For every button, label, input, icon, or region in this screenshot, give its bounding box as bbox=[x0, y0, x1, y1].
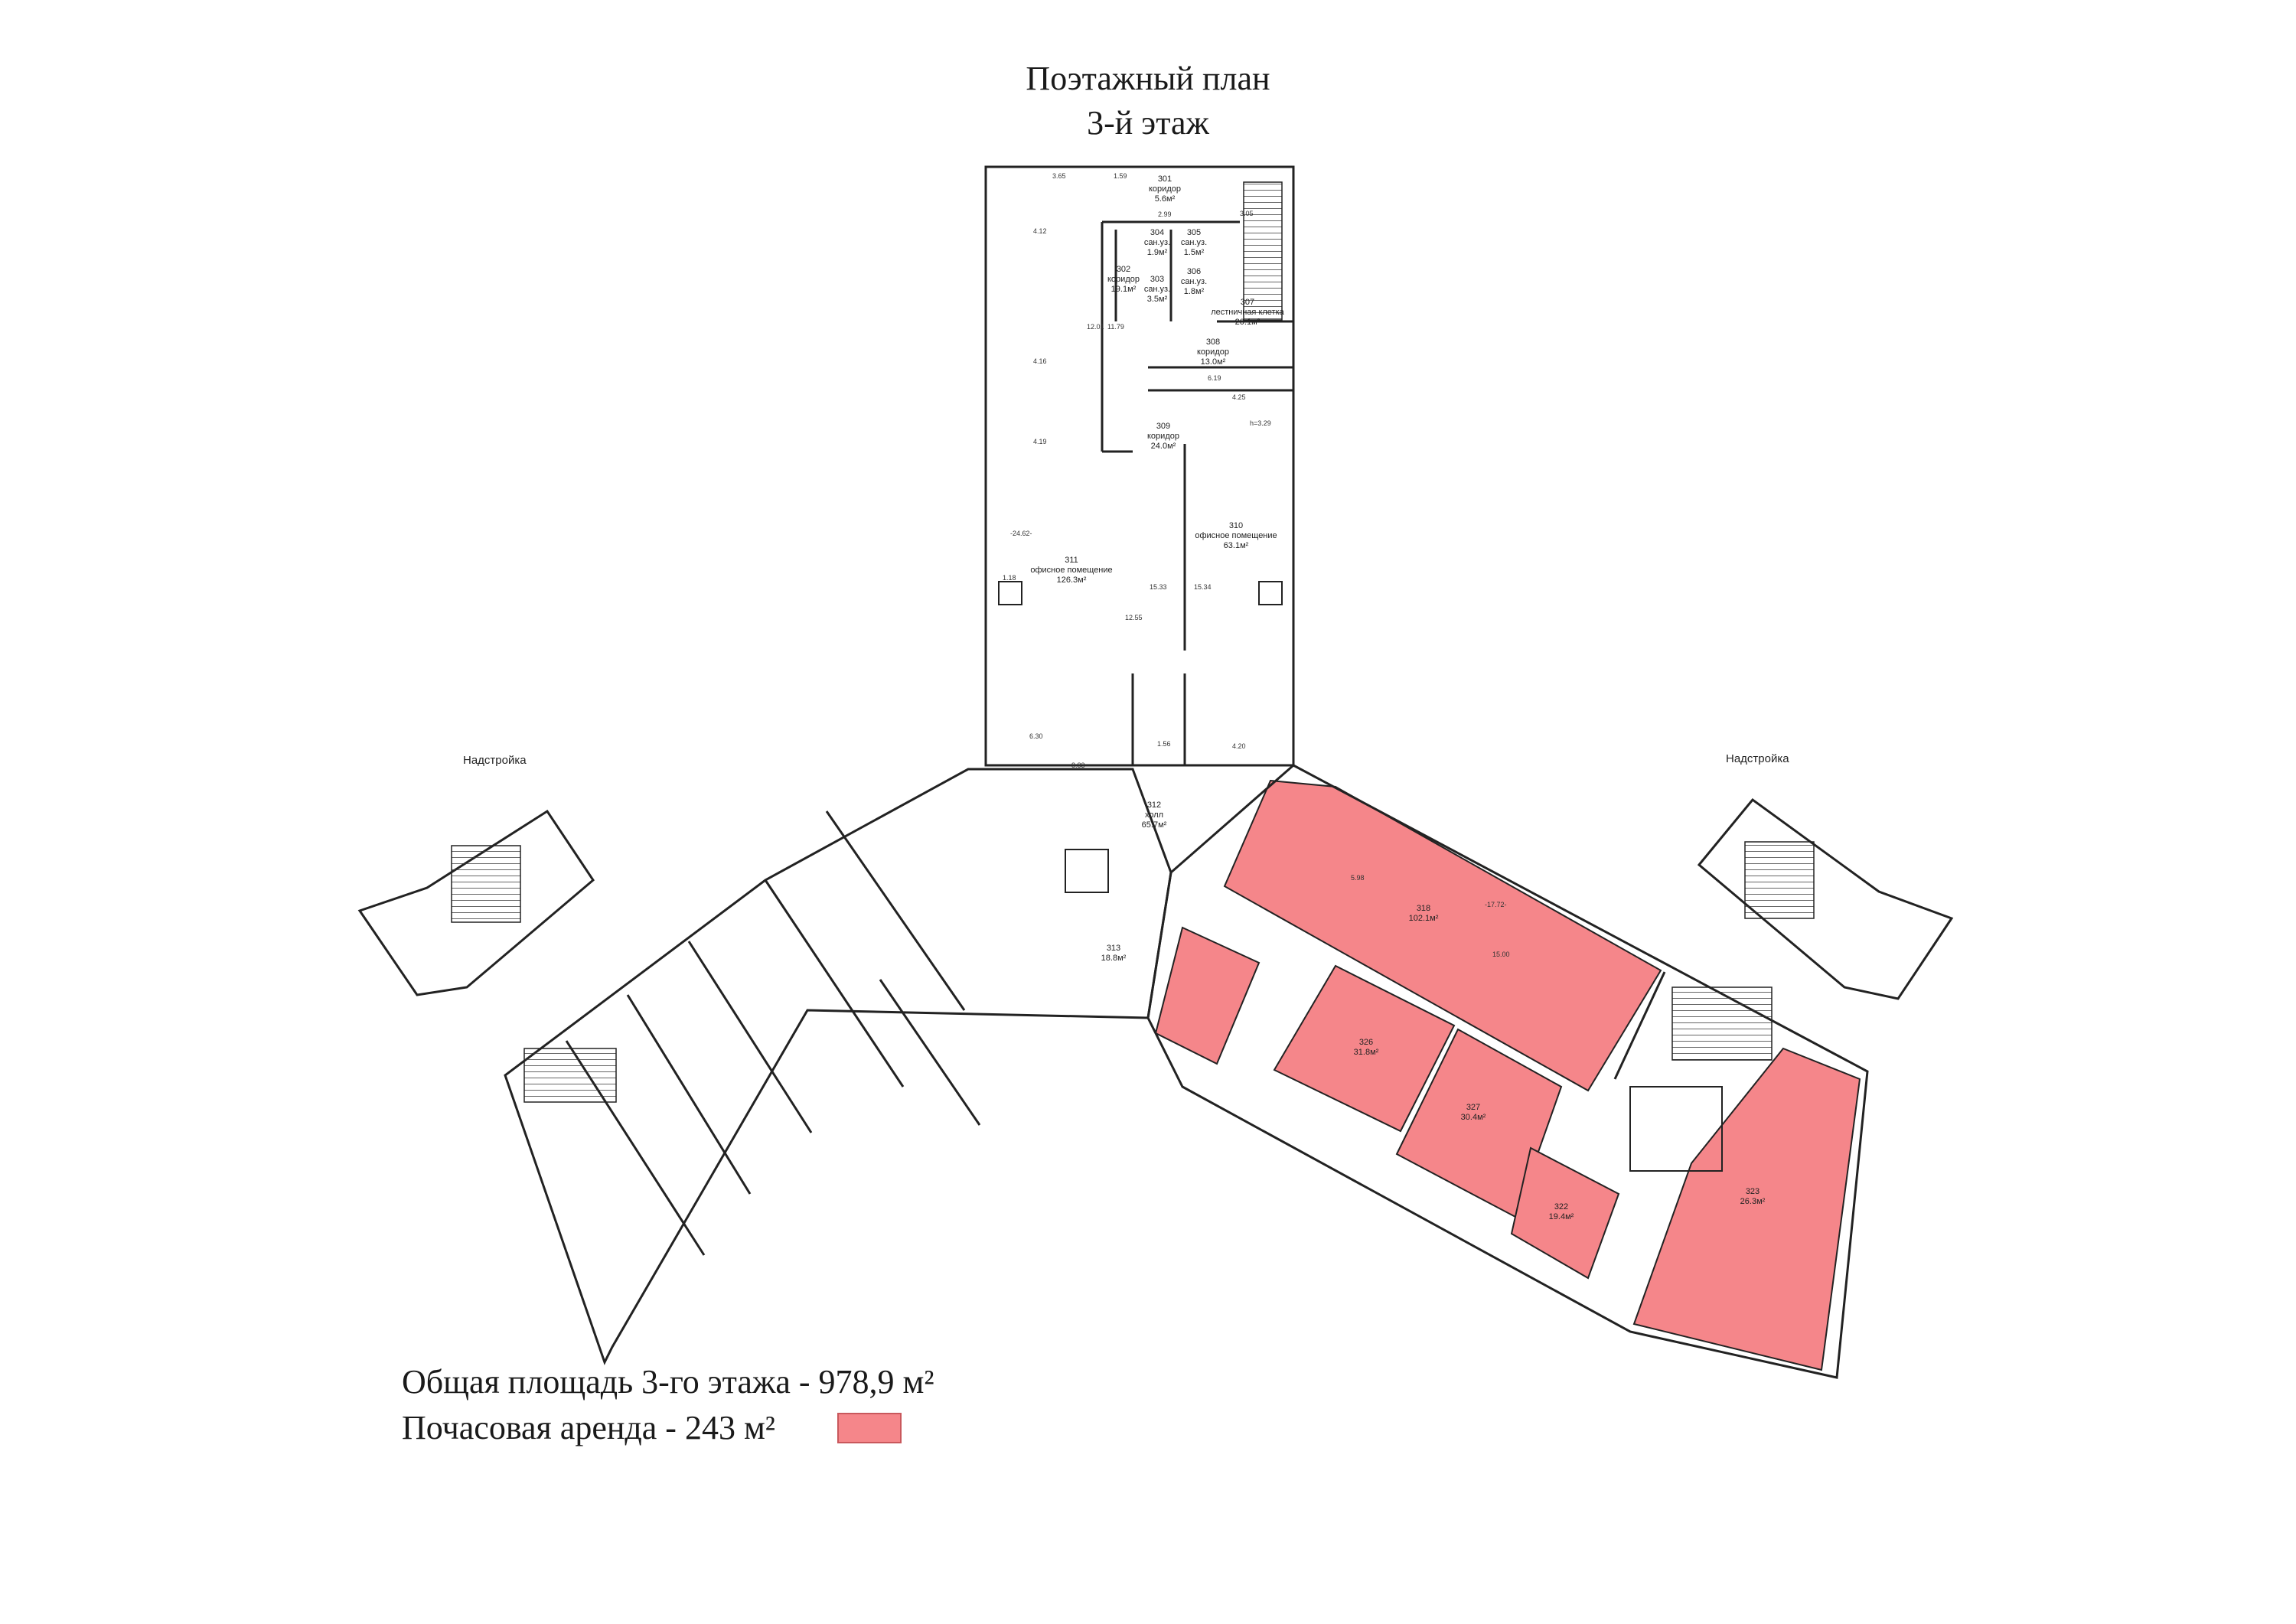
dim-label: 6.19 bbox=[1208, 374, 1221, 382]
superstructure-right-label: Надстройка bbox=[1726, 752, 1789, 765]
room-301-name: коридор bbox=[1149, 184, 1181, 194]
room-302-area: 19.1м² bbox=[1111, 285, 1137, 294]
dim-label: 15.33 bbox=[1150, 583, 1167, 591]
room-327-area: 30.4м² bbox=[1461, 1113, 1486, 1122]
dim-label: -24.62- bbox=[1010, 530, 1032, 537]
room-312-num: 312 bbox=[1147, 801, 1161, 810]
room-301-area: 5.6м² bbox=[1155, 194, 1176, 204]
room-312-area: 65.7м² bbox=[1142, 820, 1167, 830]
dim-label: 12.01 bbox=[1087, 323, 1104, 331]
dim-label: 3.65 bbox=[1052, 172, 1066, 180]
room-305-area: 1.5м² bbox=[1184, 248, 1205, 257]
room-307-num: 307 bbox=[1241, 298, 1254, 307]
room-310-area: 63.1м² bbox=[1224, 541, 1249, 550]
rented-room-322[interactable] bbox=[1510, 1146, 1620, 1280]
room-311-name: офисное помещение bbox=[1030, 566, 1112, 575]
room-309-name: коридор bbox=[1147, 432, 1179, 441]
plan-title: Поэтажный план bbox=[1026, 60, 1270, 97]
rented-room-323[interactable] bbox=[1632, 1047, 1861, 1371]
dim-label: 11.79 bbox=[1107, 323, 1124, 331]
superstructure-right bbox=[1697, 797, 1954, 1000]
room-303-num: 303 bbox=[1150, 275, 1164, 284]
dim-label: 6.30 bbox=[1029, 732, 1043, 740]
room-305-num: 305 bbox=[1187, 228, 1201, 237]
dim-label: 3.05 bbox=[1240, 210, 1254, 217]
room-326-num: 326 bbox=[1359, 1038, 1373, 1047]
room-323-area: 26.3м² bbox=[1740, 1197, 1766, 1206]
dim-label: 5.98 bbox=[1351, 874, 1365, 882]
room-302-num: 302 bbox=[1117, 265, 1130, 274]
room-304-area: 1.9м² bbox=[1147, 248, 1168, 257]
hourly-rent-text: Почасовая аренда - 243 м² bbox=[402, 1409, 775, 1446]
dim-label: h=3.29 bbox=[1250, 419, 1271, 427]
room-312-name: холл bbox=[1145, 810, 1163, 820]
dim-label: 2.99 bbox=[1158, 210, 1172, 218]
dim-label: 4.25 bbox=[1232, 393, 1246, 401]
superstructure-left bbox=[357, 809, 595, 996]
dim-label: 12.55 bbox=[1125, 614, 1143, 621]
room-322-num: 322 bbox=[1554, 1202, 1568, 1211]
dim-label: 1.59 bbox=[1114, 172, 1127, 180]
dim-label: 1.56 bbox=[1157, 740, 1171, 748]
total-area-text: Общая площадь 3-го этажа - 978,9 м² bbox=[402, 1363, 934, 1401]
room-313-area: 18.8м² bbox=[1101, 954, 1127, 963]
dim-label: -17.72- bbox=[1485, 901, 1507, 908]
room-311-area: 126.3м² bbox=[1057, 576, 1087, 585]
dim-label: 4.20 bbox=[1232, 742, 1246, 750]
dim-label: 15.34 bbox=[1194, 583, 1212, 591]
floor-subtitle: 3-й этаж bbox=[1087, 104, 1209, 142]
rented-room-corridor-314[interactable] bbox=[1154, 926, 1261, 1065]
room-313-num: 313 bbox=[1107, 944, 1120, 953]
room-303-area: 3.5м² bbox=[1147, 295, 1168, 304]
dimension-labels: 3.65 1.59 4.12 4.16 4.19 6.30 8.83 1.56 … bbox=[1003, 172, 1510, 958]
room-309-area: 24.0м² bbox=[1151, 442, 1176, 451]
dim-label: 8.83 bbox=[1071, 761, 1085, 769]
room-303-name: сан.уз. bbox=[1144, 285, 1170, 294]
room-302-name: коридор bbox=[1107, 275, 1140, 284]
room-301-num: 301 bbox=[1158, 174, 1172, 184]
dim-label: 4.16 bbox=[1033, 357, 1047, 365]
room-306-num: 306 bbox=[1187, 267, 1201, 276]
room-306-area: 1.8м² bbox=[1184, 287, 1205, 296]
room-307-name: лестничная клетка bbox=[1211, 308, 1284, 317]
room-307-area: 20.1м² bbox=[1235, 318, 1261, 327]
rented-room-326[interactable] bbox=[1273, 964, 1456, 1133]
southwest-wing bbox=[504, 768, 1172, 1365]
room-304-name: сан.уз. bbox=[1144, 238, 1170, 247]
room-318-num: 318 bbox=[1417, 904, 1430, 913]
room-322-area: 19.4м² bbox=[1549, 1212, 1574, 1221]
southeast-wing bbox=[1146, 764, 1869, 1379]
room-308-name: коридор bbox=[1197, 347, 1229, 357]
room-311-num: 311 bbox=[1065, 556, 1078, 565]
room-326-area: 31.8м² bbox=[1354, 1048, 1379, 1057]
room-309-num: 309 bbox=[1156, 422, 1170, 431]
hourly-rent-legend-swatch bbox=[837, 1413, 902, 1443]
room-310-name: офисное помещение bbox=[1195, 531, 1277, 540]
room-306-name: сан.уз. bbox=[1181, 277, 1207, 286]
room-323-num: 323 bbox=[1746, 1187, 1760, 1196]
north-wing bbox=[984, 165, 1295, 767]
room-labels-north: 301 коридор 5.6м² 302 коридор 19.1м² 303… bbox=[1030, 174, 1284, 963]
dim-label: 4.19 bbox=[1033, 438, 1047, 445]
room-310-num: 310 bbox=[1229, 521, 1243, 530]
room-318-area: 102.1м² bbox=[1409, 914, 1439, 923]
room-308-area: 13.0м² bbox=[1201, 357, 1226, 367]
dim-label: 1.18 bbox=[1003, 574, 1016, 582]
superstructure-left-label: Надстройка bbox=[463, 754, 527, 767]
room-327-num: 327 bbox=[1466, 1103, 1480, 1112]
room-308-num: 308 bbox=[1206, 338, 1220, 347]
room-labels-rented: 318 102.1м² 326 31.8м² 327 30.4м² 322 19… bbox=[1354, 904, 1766, 1221]
dim-label: 4.12 bbox=[1033, 227, 1047, 235]
rented-areas bbox=[1154, 779, 1861, 1371]
dim-label: 15.00 bbox=[1492, 951, 1510, 958]
rented-room-318[interactable] bbox=[1223, 779, 1662, 1092]
room-304-num: 304 bbox=[1150, 228, 1164, 237]
room-305-name: сан.уз. bbox=[1181, 238, 1207, 247]
